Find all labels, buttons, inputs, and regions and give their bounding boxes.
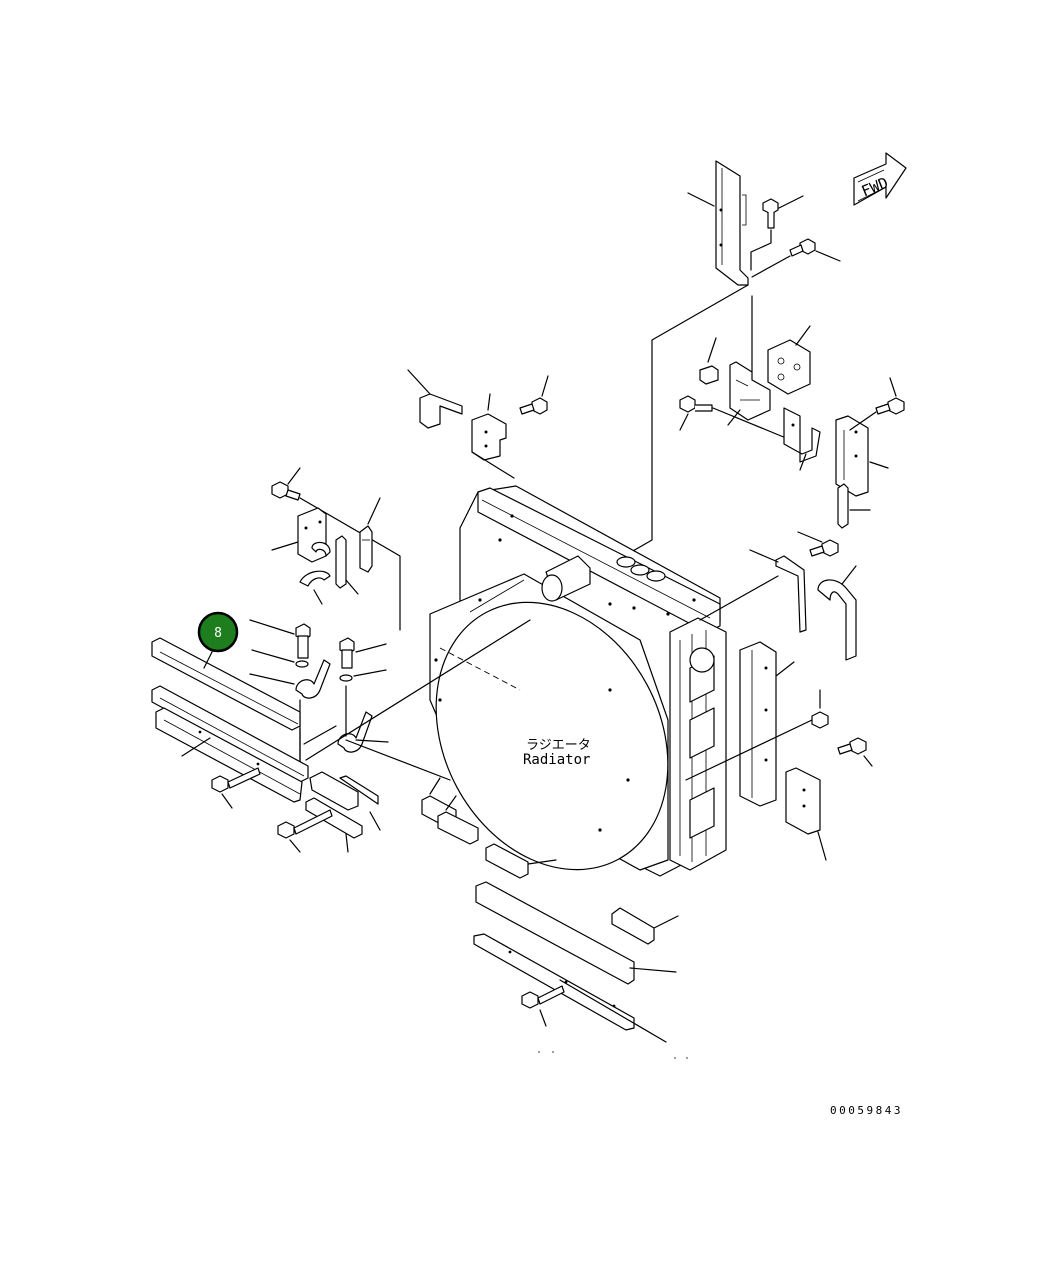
l-bracket-top: [407, 369, 463, 429]
bar-vertical-left: [335, 535, 359, 595]
fwd-arrow-icon: FWD: [853, 152, 907, 206]
bolt-top-center: [519, 375, 549, 415]
bracket-top-center: [471, 393, 515, 479]
radiator-assembly: ラジエータ Radiator: [429, 485, 727, 877]
bolt-left-upper: [271, 467, 401, 631]
hose-bent-right: [817, 565, 857, 661]
pipe-bent-left-2: [337, 685, 389, 753]
long-bar-low: [155, 619, 531, 803]
leader-upper-right-bracket: [599, 284, 749, 571]
trailing-marks: [538, 1051, 688, 1059]
long-bar-mid: [151, 685, 309, 783]
clamp-half: [299, 570, 331, 605]
bolt-top-right-1: [750, 195, 804, 271]
bolt-far-right-1: [849, 377, 905, 431]
small-block: [699, 337, 719, 385]
bracket-right-lower: [785, 767, 827, 861]
bar-right: [837, 483, 871, 529]
callout-label: 8: [214, 626, 222, 641]
block-bottom-right: [611, 907, 679, 945]
block-bottom-2: [437, 795, 479, 845]
bolt-right-2: [685, 689, 829, 781]
bolt-left-2: [339, 637, 387, 669]
bracket-corner-lower-left: [309, 771, 381, 831]
bolt-top-right-2: [751, 238, 841, 278]
bracket-hook-left: [359, 497, 381, 573]
radiator-label-jp: ラジエータ: [526, 738, 591, 753]
bracket-right-1: [783, 407, 821, 471]
drawing-number: 00059843: [830, 1104, 903, 1117]
bolt-bottom: [521, 985, 565, 1027]
block-bottom-3: [485, 843, 557, 879]
bracket-left-upper: [271, 507, 331, 563]
callout-circle: [197, 611, 239, 653]
bolt-right-3: [837, 737, 873, 767]
bolt-left-1: [249, 619, 311, 659]
plate-bottom: [345, 739, 667, 1043]
bar-small-lower-left: [305, 797, 363, 853]
bolt-right-1: [797, 531, 839, 557]
plate-with-holes: [767, 325, 811, 395]
bolt-lower-left-2: [277, 809, 333, 853]
bolt-lower-left-1: [211, 767, 261, 809]
angle-bracket-small: [727, 295, 771, 426]
washer-left-2: [339, 669, 387, 682]
side-plate-right: [739, 641, 795, 807]
bolt-mid-right: [679, 395, 787, 439]
bracket-right-2: [835, 415, 889, 497]
radiator-label-en: Radiator: [523, 752, 590, 768]
upper-right-bracket: [687, 160, 749, 286]
callout-badge-8[interactable]: 8: [197, 611, 239, 653]
side-seal-right: [699, 549, 807, 633]
washer-left: [251, 649, 309, 668]
seal-strip-bottom: [475, 881, 677, 985]
